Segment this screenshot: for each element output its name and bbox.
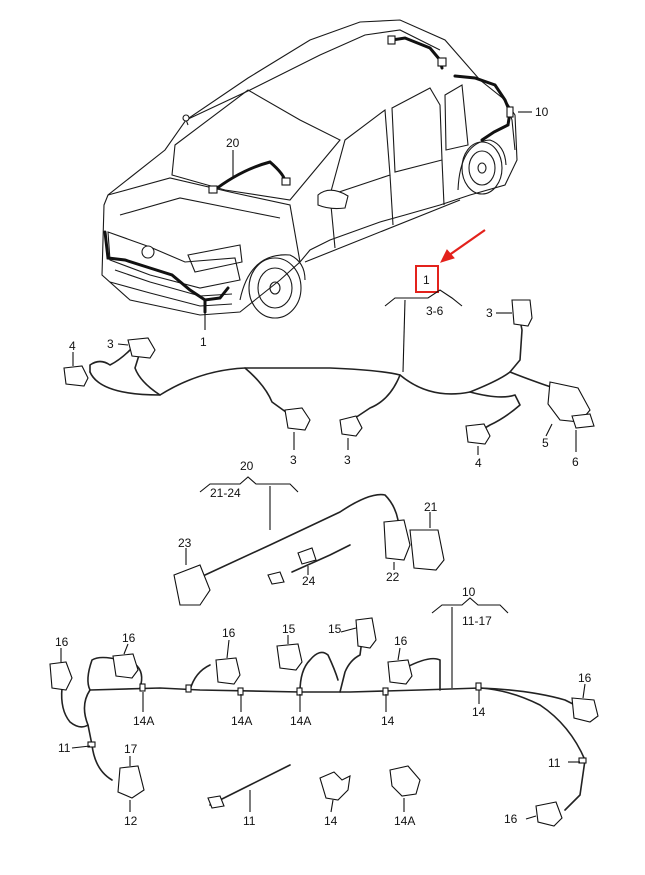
highlight-box xyxy=(415,265,439,293)
callout-12: 12 xyxy=(124,814,138,828)
callout-5: 5 xyxy=(542,436,549,450)
callout-15-a: 15 xyxy=(282,622,296,636)
callout-car-20: 20 xyxy=(226,136,240,150)
callout-14-a: 14 xyxy=(381,714,395,728)
callout-16-f: 16 xyxy=(504,812,518,826)
callout-16-a: 16 xyxy=(55,635,69,649)
callout-3-left: 3 xyxy=(107,337,114,351)
callout-16-b: 16 xyxy=(122,631,136,645)
callout-14A-a: 14A xyxy=(133,714,154,728)
harness-20-group xyxy=(173,476,445,606)
callout-range-3-6: 3-6 xyxy=(426,304,444,318)
callout-14-c: 14 xyxy=(324,814,338,828)
callout-11-a: 11 xyxy=(58,741,71,755)
callout-14A-d: 14A xyxy=(394,814,415,828)
callout-14A-b: 14A xyxy=(231,714,252,728)
callout-21: 21 xyxy=(424,500,438,514)
callout-16-d: 16 xyxy=(394,634,408,648)
callout-23: 23 xyxy=(178,536,192,550)
callout-3-center-b: 3 xyxy=(344,453,351,467)
harness-1-group xyxy=(63,289,595,455)
car-illustration xyxy=(101,19,532,330)
highlight-arrow xyxy=(440,229,486,263)
callout-range-21-24: 21-24 xyxy=(210,486,241,500)
callout-14A-c: 14A xyxy=(290,714,311,728)
callout-16-e: 16 xyxy=(578,671,592,685)
harness-10-group xyxy=(49,597,599,827)
callout-17: 17 xyxy=(124,742,138,756)
callout-11-b: 11 xyxy=(243,814,256,828)
callout-22: 22 xyxy=(386,570,400,584)
callout-harness-10-title: 10 xyxy=(462,585,476,599)
callout-harness-20-title: 20 xyxy=(240,459,254,473)
callout-6: 6 xyxy=(572,455,579,469)
callout-car-1: 1 xyxy=(200,335,207,349)
callout-4-left: 4 xyxy=(69,339,76,353)
callout-3-center-a: 3 xyxy=(290,453,297,467)
callout-15-b: 15 xyxy=(328,622,342,636)
callout-14-b: 14 xyxy=(472,705,486,719)
callout-3-right: 3 xyxy=(486,306,493,320)
callout-car-10: 10 xyxy=(535,105,549,119)
callout-harness-1-title: 1 xyxy=(423,273,430,287)
callout-16-c: 16 xyxy=(222,626,236,640)
callout-24: 24 xyxy=(302,574,316,588)
callout-4-right: 4 xyxy=(475,456,482,470)
callout-range-11-17: 11-17 xyxy=(462,614,492,628)
callout-11-c: 11 xyxy=(548,756,561,770)
